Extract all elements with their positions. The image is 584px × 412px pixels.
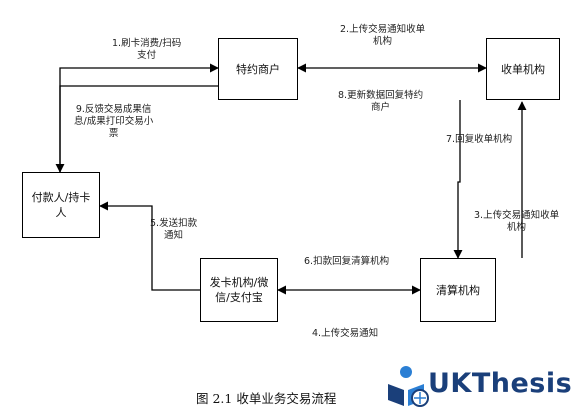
edge-label-2: 2.上传交易通知收单 机构: [340, 24, 426, 47]
node-clearing-label: 清算机构: [436, 283, 480, 297]
edge-label-4: 4.上传交易通知: [312, 328, 379, 339]
edge-label-6: 6.扣款回复清算机构: [304, 256, 390, 267]
node-acquirer-label: 收单机构: [501, 62, 545, 76]
node-issuer: 发卡机构/微 信/支付宝: [200, 258, 278, 322]
node-acquirer: 收单机构: [486, 38, 560, 100]
arrow-5-issuer-to-payer: [99, 201, 200, 291]
edge-label-5: 5.发送扣款 通知: [150, 218, 198, 241]
figure-caption: 图 2.1 收单业务交易流程: [196, 391, 337, 406]
edge-label-9: 9.反馈交易成果信 息/成果打印交易小 票: [74, 104, 154, 139]
node-merchant: 特约商户: [218, 38, 298, 100]
node-issuer-label: 发卡机构/微 信/支付宝: [209, 276, 269, 304]
arrow-9-merchant-to-payer: [55, 85, 222, 173]
ukthesis-logo: [388, 366, 429, 407]
arrow-3-acquirer-to-clearing: [453, 100, 463, 259]
edge-label-7: 7.回复收单机构: [446, 134, 513, 145]
node-merchant-label: 特约商户: [236, 62, 280, 76]
edge-label-3: 3.上传交易通知收单 机构: [474, 210, 560, 233]
edge-label-1: 1.刷卡消费/扫码 支付: [112, 38, 182, 61]
book-reader-icon: [388, 366, 429, 407]
edge-label-8: 8.更新数据回复特约 商户: [338, 90, 424, 113]
node-payer-label: 付款人/持卡 人: [31, 191, 91, 219]
node-payer: 付款人/持卡 人: [22, 172, 100, 238]
node-clearing: 清算机构: [420, 258, 496, 322]
watermark-text: UKThesis: [428, 368, 573, 399]
